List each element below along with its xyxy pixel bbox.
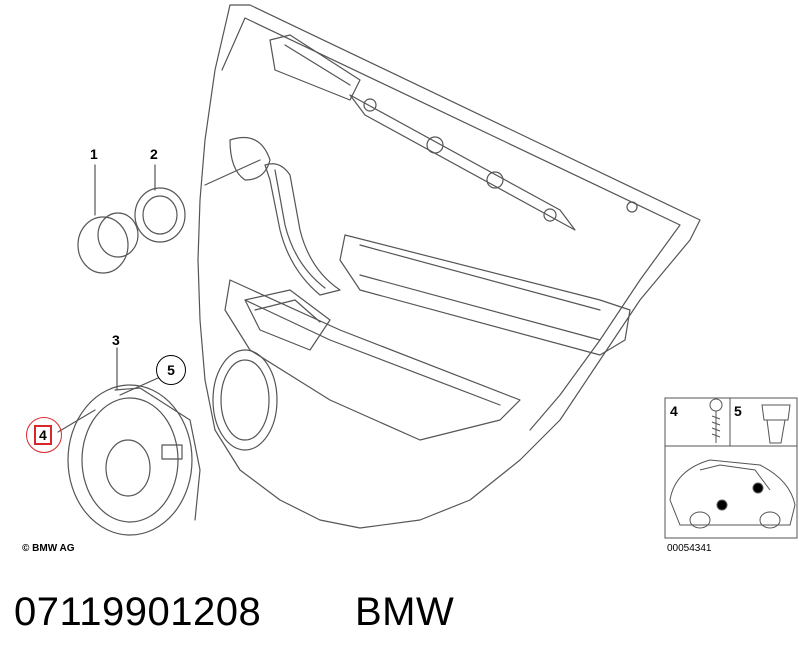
door-speaker-grille [212, 349, 278, 451]
callout-4-ring [26, 417, 62, 453]
tweeter-cover [77, 216, 129, 274]
handle-pocket [229, 136, 271, 181]
storage-box [244, 289, 331, 351]
car-sketch [669, 459, 796, 526]
callout-1: 1 [90, 146, 98, 162]
copyright-text: © BMW AG [22, 543, 75, 554]
tweeter-mount [134, 187, 186, 243]
callout-5: 5 [156, 355, 186, 385]
top-trim [349, 94, 576, 231]
diagram-number: 00054341 [667, 543, 712, 554]
inset-box [664, 397, 798, 539]
inset-label-4: 4 [670, 403, 678, 419]
window-trim [269, 34, 361, 101]
pull-handle [264, 163, 341, 296]
brand-name: BMW [355, 590, 455, 634]
callout-2: 2 [150, 146, 158, 162]
callout-4: 4 [34, 425, 52, 445]
door-panel-ledge [221, 17, 681, 431]
switch-panel [339, 234, 631, 356]
door-pocket [224, 279, 521, 441]
speaker-ring [67, 384, 193, 536]
door-panel-outline [197, 4, 701, 529]
inset-label-5: 5 [734, 403, 742, 419]
part-number: 07119901208 [14, 590, 262, 634]
callout-3: 3 [112, 332, 120, 348]
